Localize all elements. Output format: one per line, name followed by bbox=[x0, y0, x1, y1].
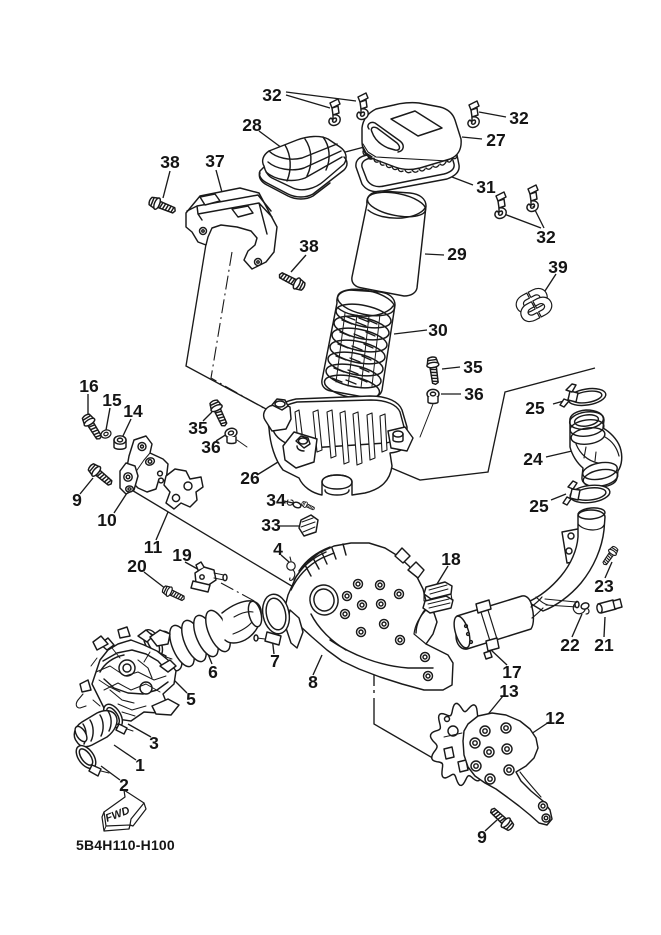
svg-text:20: 20 bbox=[127, 556, 147, 576]
svg-text:9: 9 bbox=[477, 827, 487, 847]
svg-text:38: 38 bbox=[160, 152, 180, 172]
svg-text:5B4H110-H100: 5B4H110-H100 bbox=[76, 837, 175, 853]
svg-text:6: 6 bbox=[208, 662, 218, 682]
svg-text:36: 36 bbox=[201, 437, 221, 457]
svg-text:32: 32 bbox=[536, 227, 556, 247]
svg-text:25: 25 bbox=[529, 496, 549, 516]
svg-text:2: 2 bbox=[119, 775, 129, 795]
svg-text:8: 8 bbox=[308, 672, 318, 692]
svg-text:12: 12 bbox=[545, 708, 565, 728]
svg-text:36: 36 bbox=[464, 384, 484, 404]
svg-text:19: 19 bbox=[172, 545, 192, 565]
svg-text:4: 4 bbox=[273, 539, 283, 559]
svg-text:33: 33 bbox=[261, 515, 281, 535]
svg-text:37: 37 bbox=[205, 151, 224, 171]
svg-text:39: 39 bbox=[548, 257, 568, 277]
svg-text:31: 31 bbox=[476, 177, 496, 197]
svg-text:35: 35 bbox=[463, 357, 483, 377]
svg-text:25: 25 bbox=[525, 398, 545, 418]
svg-text:26: 26 bbox=[240, 468, 260, 488]
svg-text:28: 28 bbox=[242, 115, 262, 135]
svg-text:13: 13 bbox=[499, 681, 519, 701]
svg-text:11: 11 bbox=[144, 537, 163, 557]
svg-text:10: 10 bbox=[97, 510, 117, 530]
svg-text:16: 16 bbox=[79, 376, 99, 396]
svg-text:22: 22 bbox=[560, 635, 580, 655]
svg-text:7: 7 bbox=[270, 651, 280, 671]
svg-text:9: 9 bbox=[72, 490, 82, 510]
svg-text:3: 3 bbox=[149, 733, 159, 753]
svg-text:27: 27 bbox=[486, 130, 505, 150]
svg-text:5: 5 bbox=[186, 689, 196, 709]
svg-text:1: 1 bbox=[135, 755, 145, 775]
svg-text:14: 14 bbox=[123, 401, 143, 421]
svg-text:34: 34 bbox=[266, 490, 286, 510]
svg-text:24: 24 bbox=[523, 449, 543, 469]
svg-text:30: 30 bbox=[428, 320, 448, 340]
svg-text:32: 32 bbox=[262, 85, 282, 105]
svg-text:18: 18 bbox=[441, 549, 461, 569]
svg-text:15: 15 bbox=[102, 390, 122, 410]
svg-text:21: 21 bbox=[594, 635, 614, 655]
svg-text:23: 23 bbox=[594, 576, 614, 596]
svg-text:29: 29 bbox=[447, 244, 467, 264]
svg-text:17: 17 bbox=[502, 662, 521, 682]
svg-text:32: 32 bbox=[509, 108, 529, 128]
svg-text:35: 35 bbox=[188, 418, 208, 438]
svg-text:38: 38 bbox=[299, 236, 319, 256]
